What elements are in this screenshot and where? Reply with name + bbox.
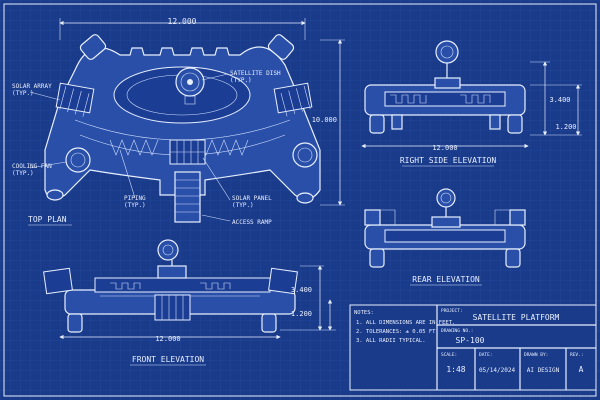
date-label: DATE:: [479, 352, 493, 358]
right-side-dimensions: [361, 61, 582, 149]
scale-label: SCALE:: [441, 352, 457, 358]
front-base-dim: 1.200: [291, 310, 312, 318]
date-value: 05/14/2024: [479, 367, 516, 374]
callout-satellite-dish: SATELLITE DISH: [230, 70, 281, 77]
side-width-dim: 12.000: [432, 144, 457, 152]
side-base-dim: 1.200: [555, 123, 576, 131]
drawing-no: SP-100: [456, 336, 485, 345]
callout-solar-panel-typ: (TYP.): [232, 202, 254, 209]
note-3: 3. ALL RADII TYPICAL.: [356, 338, 426, 344]
project-name: SATELLITE PLATFORM: [473, 313, 560, 322]
front-elevation-view: [43, 239, 298, 333]
front-elevation-dimensions: [59, 265, 336, 340]
top-depth-dim: 10.000: [312, 116, 337, 124]
callout-access-ramp: ACCESS RAMP: [232, 219, 272, 226]
drawing-no-label: DRAWING NO.:: [441, 328, 474, 334]
view-title-front: FRONT ELEVATION: [132, 355, 204, 364]
drawn-by-label: DRAWN BY:: [524, 352, 548, 358]
callout-leaders: [29, 73, 231, 222]
right-side-elevation-view: [364, 40, 526, 134]
sheet-border: [3, 3, 597, 397]
callout-cooling-fan-typ: (TYP.): [12, 170, 34, 177]
rev-label: REV.:: [570, 352, 584, 358]
callout-satellite-dish-typ: (TYP.): [230, 77, 252, 84]
project-label: PROJECT:: [441, 308, 463, 314]
note-1: 1. ALL DIMENSIONS ARE IN FEET.: [356, 320, 455, 326]
rear-elevation-view: [364, 188, 526, 268]
callout-solar-panel: SOLAR PANEL: [232, 195, 272, 202]
front-width-dim: 12.000: [155, 335, 180, 343]
top-plan-dimensions: [59, 18, 345, 206]
callout-solar-array: SOLAR ARRAY: [12, 83, 52, 90]
callout-solar-array-typ: (TYP.): [12, 90, 34, 97]
side-height-dim: 3.400: [549, 96, 570, 104]
note-2: 2. TOLERANCES: ± 0.05 FT: [356, 329, 436, 335]
top-plan-view: [44, 34, 321, 223]
front-height-dim: 3.400: [291, 286, 312, 294]
callout-piping-typ: (TYP.): [124, 202, 146, 209]
callout-cooling-fan: COOLING FAN: [12, 163, 52, 170]
notes-heading: NOTES:: [354, 310, 374, 316]
rev-value: A: [579, 365, 584, 374]
title-block: [349, 304, 597, 391]
drawn-by-value: AI DESIGN: [527, 367, 560, 374]
top-width-dim: 12.000: [168, 17, 197, 26]
view-title-top-plan: TOP PLAN: [28, 215, 67, 224]
scale-value: 1:48: [446, 365, 465, 374]
callout-piping: PIPING: [124, 195, 146, 202]
view-title-right-side: RIGHT SIDE ELEVATION: [400, 156, 497, 165]
view-title-rear: REAR ELEVATION: [412, 275, 480, 284]
